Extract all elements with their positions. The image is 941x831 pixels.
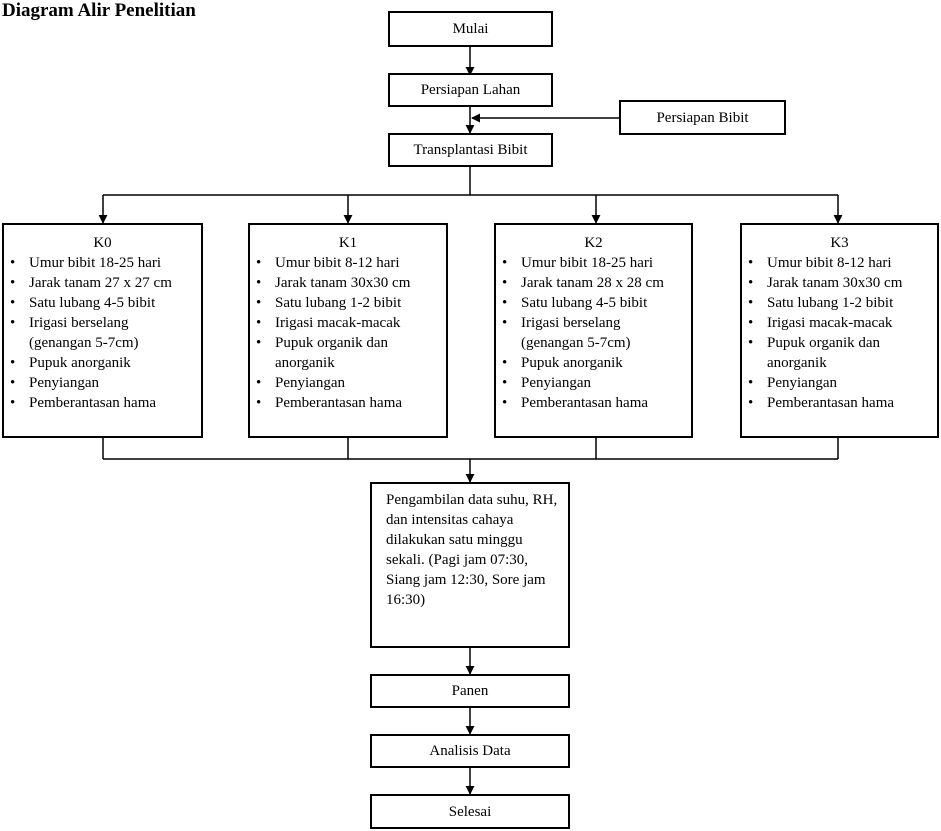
list-item: Umur bibit 8-12 hari: [748, 253, 937, 273]
treatment-list: Umur bibit 18-25 hari Jarak tanam 27 x 2…: [4, 253, 201, 413]
node-end-label: Selesai: [448, 803, 492, 820]
treatment-box-k2: K2 Umur bibit 18-25 hari Jarak tanam 28 …: [494, 223, 693, 438]
node-analysis: Analisis Data: [370, 734, 570, 768]
treatment-title: K0: [93, 235, 112, 251]
node-data-collection-label: Pengambilan data suhu, RH, dan intensita…: [386, 492, 558, 608]
list-item: Jarak tanam 30x30 cm: [256, 273, 446, 293]
list-item: Jarak tanam 27 x 27 cm: [10, 273, 201, 293]
list-item: Penyiangan: [748, 373, 937, 393]
treatment-box-k1: K1 Umur bibit 8-12 hari Jarak tanam 30x3…: [248, 223, 448, 438]
list-item: Satu lubang 1-2 bibit: [748, 293, 937, 313]
node-harvest-label: Panen: [451, 683, 489, 699]
node-seed-preparation: Persiapan Bibit: [619, 100, 786, 135]
list-item: Satu lubang 4-5 bibit: [10, 293, 201, 313]
list-item: Umur bibit 18-25 hari: [502, 253, 691, 273]
list-item: Jarak tanam 28 x 28 cm: [502, 273, 691, 293]
list-item: Pemberantasan hama: [10, 393, 201, 413]
list-item: Pupuk anorganik: [10, 353, 201, 373]
list-item: Umur bibit 18-25 hari: [10, 253, 201, 273]
treatment-list: Umur bibit 8-12 hari Jarak tanam 30x30 c…: [742, 253, 937, 413]
list-item: Penyiangan: [502, 373, 691, 393]
list-item: Penyiangan: [256, 373, 446, 393]
node-land-preparation-label: Persiapan Lahan: [420, 82, 521, 98]
list-item: Penyiangan: [10, 373, 201, 393]
treatment-title: K3: [830, 235, 849, 251]
list-item: Irigasi berselang (genangan 5-7cm): [10, 313, 179, 353]
treatment-list: Umur bibit 18-25 hari Jarak tanam 28 x 2…: [496, 253, 691, 413]
list-item: Umur bibit 8-12 hari: [256, 253, 446, 273]
list-item: Pupuk anorganik: [502, 353, 691, 373]
treatment-title: K2: [584, 235, 603, 251]
node-harvest: Panen: [370, 674, 570, 708]
list-item: Pupuk organik dan anorganik: [256, 333, 410, 373]
list-item: Pemberantasan hama: [256, 393, 446, 413]
list-item: Irigasi berselang (genangan 5-7cm): [502, 313, 671, 353]
node-land-preparation: Persiapan Lahan: [388, 73, 553, 107]
diagram-title: Diagram Alir Penelitian: [2, 0, 196, 21]
node-transplant: Transplantasi Bibit: [388, 133, 553, 167]
list-item: Pemberantasan hama: [748, 393, 937, 413]
treatment-box-k0: K0 Umur bibit 18-25 hari Jarak tanam 27 …: [2, 223, 203, 438]
node-start: Mulai: [388, 11, 553, 47]
list-item: Irigasi macak-macak: [748, 313, 937, 333]
list-item: Satu lubang 4-5 bibit: [502, 293, 691, 313]
node-transplant-label: Transplantasi Bibit: [413, 142, 528, 158]
treatment-box-k3: K3 Umur bibit 8-12 hari Jarak tanam 30x3…: [740, 223, 939, 438]
list-item: Pemberantasan hama: [502, 393, 691, 413]
node-seed-preparation-label: Persiapan Bibit: [656, 109, 749, 126]
node-data-collection: Pengambilan data suhu, RH, dan intensita…: [370, 482, 570, 648]
treatment-title: K1: [338, 235, 358, 251]
node-end: Selesai: [370, 794, 570, 829]
node-analysis-label: Analisis Data: [429, 743, 511, 759]
treatment-list: Umur bibit 8-12 hari Jarak tanam 30x30 c…: [250, 253, 446, 413]
list-item: Irigasi macak-macak: [256, 313, 446, 333]
node-start-label: Mulai: [452, 21, 489, 37]
list-item: Pupuk organik dan anorganik: [748, 333, 902, 373]
list-item: Jarak tanam 30x30 cm: [748, 273, 937, 293]
list-item: Satu lubang 1-2 bibit: [256, 293, 446, 313]
